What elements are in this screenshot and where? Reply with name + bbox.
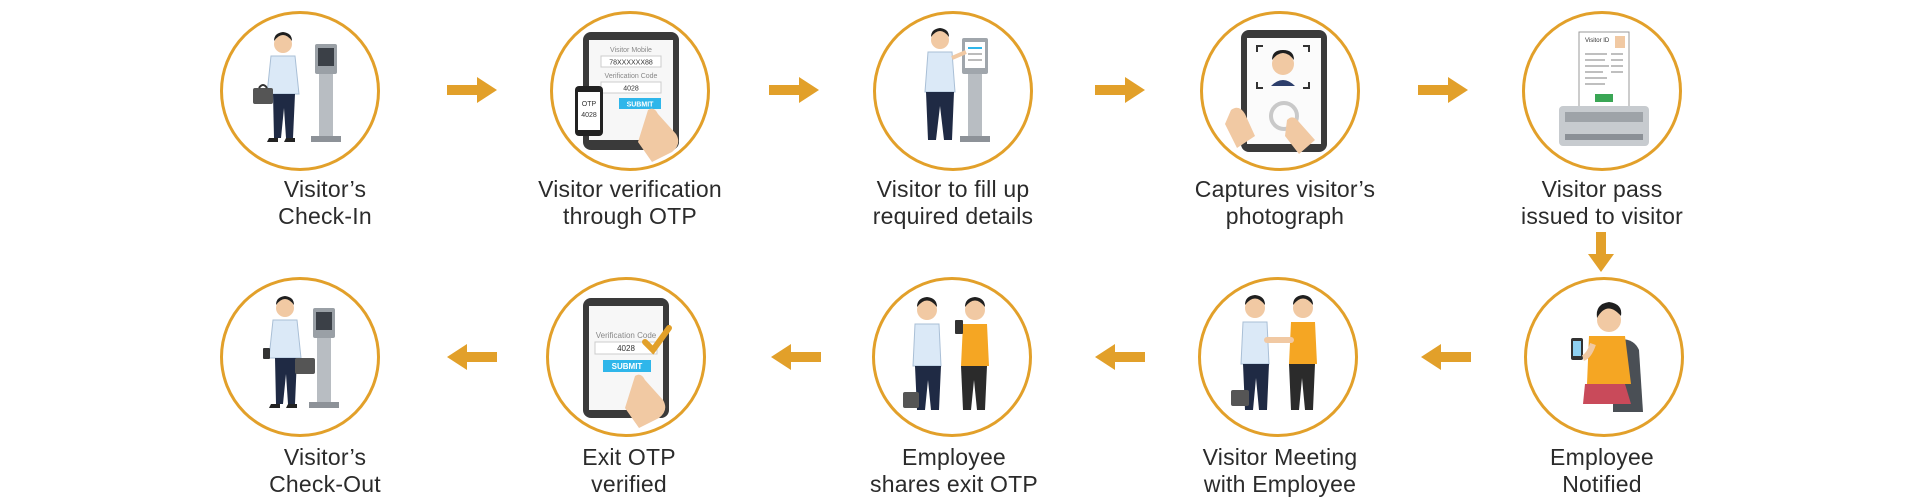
- arrow-left-icon: [447, 344, 497, 370]
- pass-printer-icon: Visitor ID: [1522, 11, 1682, 171]
- step-label: Visitor Meeting with Employee: [1130, 444, 1430, 498]
- screen-code-label: Verification Code: [605, 73, 658, 80]
- step-label: Visitor pass issued to visitor: [1452, 176, 1752, 230]
- step-label-line1: Visitor verification: [538, 176, 722, 202]
- step-label-line1: Visitor’s: [283, 444, 367, 470]
- arrow-left-icon: [1095, 344, 1145, 370]
- step-label: Employee Notified: [1452, 444, 1752, 498]
- visitor-kiosk-icon: [220, 11, 380, 171]
- pass-title: Visitor ID: [1585, 38, 1610, 44]
- otp-tablet-icon: Visitor Mobile 78XXXXXX88 Verification C…: [550, 11, 710, 171]
- handshake-icon: [1198, 277, 1358, 437]
- screen-code-label: Verification Code: [596, 331, 657, 340]
- arrow-right-icon: [447, 77, 497, 103]
- step-label-line1: Captures visitor’s: [1194, 176, 1376, 202]
- arrow-down-icon: [1588, 232, 1614, 272]
- screen-code: 4028: [623, 86, 639, 93]
- arrow-left-icon: [1421, 344, 1471, 370]
- step-label-line2: photograph: [1225, 203, 1345, 229]
- step-label-line2: Notified: [1562, 471, 1642, 497]
- visitor-checkout-icon: [220, 277, 380, 437]
- arrow-right-icon: [1418, 77, 1468, 103]
- screen-submit: SUBMIT: [627, 102, 655, 109]
- step-label-line2: through OTP: [563, 203, 697, 229]
- step-label-line2: issued to visitor: [1521, 203, 1683, 229]
- screen-code: 4028: [617, 344, 635, 353]
- step-label: Employee shares exit OTP: [804, 444, 1104, 498]
- step-label-line2: shares exit OTP: [870, 471, 1038, 497]
- step-label-line1: Visitor’s: [283, 176, 367, 202]
- phone-otp-value: 4028: [581, 112, 597, 119]
- step-label-line2: required details: [872, 203, 1034, 229]
- screen-submit: SUBMIT: [612, 362, 643, 371]
- step-label-line1: Exit OTP: [582, 444, 676, 470]
- arrow-right-icon: [1095, 77, 1145, 103]
- screen-mobile: 78XXXXXX88: [609, 60, 653, 67]
- camera-tablet-icon: [1200, 11, 1360, 171]
- screen-title: Visitor Mobile: [610, 47, 652, 54]
- arrow-right-icon: [769, 77, 819, 103]
- step-label: Visitor to fill up required details: [803, 176, 1103, 230]
- otp-verified-tablet-icon: Verification Code 4028 SUBMIT: [546, 277, 706, 437]
- step-label-line1: Visitor pass: [1541, 176, 1663, 202]
- arrow-left-icon: [771, 344, 821, 370]
- step-label-line1: Visitor Meeting: [1202, 444, 1358, 470]
- step-label-line2: verified: [591, 471, 667, 497]
- employee-phone-icon: [1524, 277, 1684, 437]
- kiosk-form-icon: [873, 11, 1033, 171]
- step-label-line1: Visitor to fill up: [876, 176, 1030, 202]
- step-label-line2: Check-Out: [269, 471, 381, 497]
- step-label: Visitor’s Check-In: [175, 176, 475, 230]
- step-label-line2: Check-In: [278, 203, 372, 229]
- step-label-line1: Employee: [902, 444, 1006, 470]
- step-label-line1: Employee: [1550, 444, 1654, 470]
- step-label-line2: with Employee: [1203, 471, 1357, 497]
- phone-otp-label: OTP: [582, 101, 597, 108]
- step-label: Captures visitor’s photograph: [1135, 176, 1435, 230]
- step-label: Exit OTP verified: [479, 444, 779, 498]
- step-label: Visitor verification through OTP: [480, 176, 780, 230]
- step-label: Visitor’s Check-Out: [175, 444, 475, 498]
- share-otp-icon: [872, 277, 1032, 437]
